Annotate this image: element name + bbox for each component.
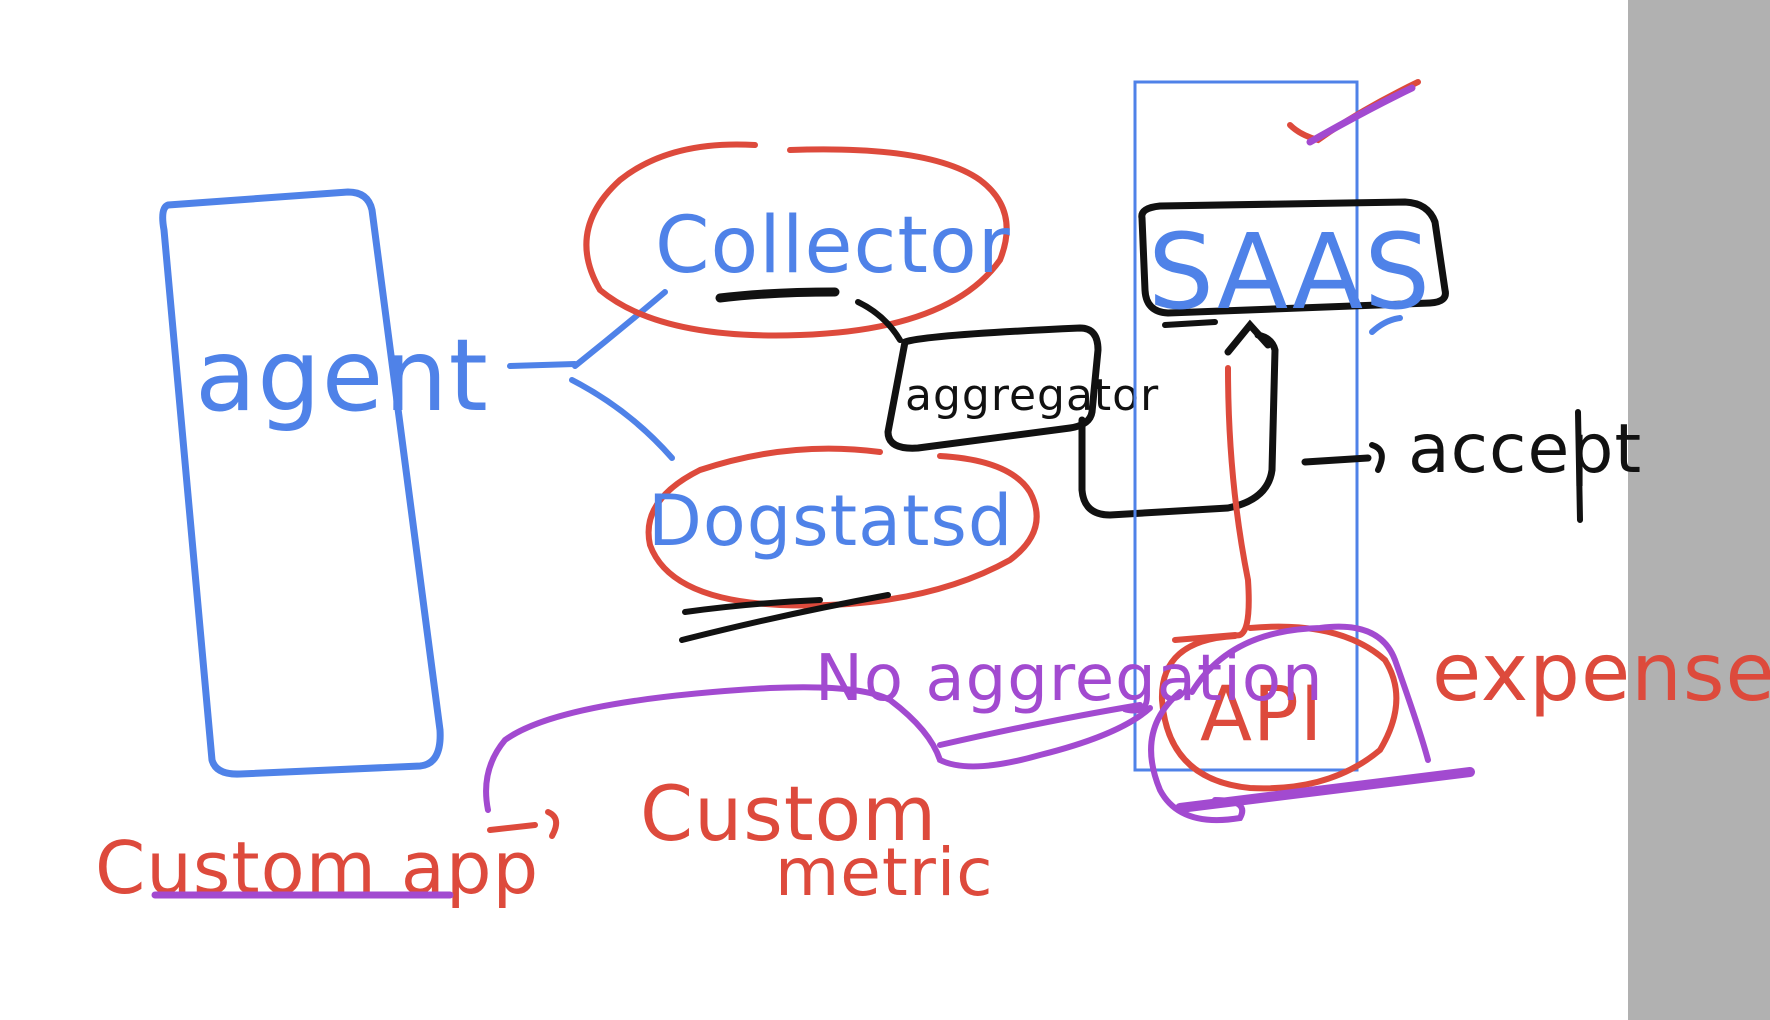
arrow-right-icon bbox=[1369, 442, 1385, 473]
custom-app-node: Custom app bbox=[95, 809, 560, 910]
saas-node: SAAS bbox=[1133, 80, 1449, 772]
custom-metric-label-line1: Custom bbox=[640, 769, 937, 858]
agent-connectors bbox=[507, 289, 675, 461]
saas-label: SAAS bbox=[1148, 211, 1431, 333]
api-label: API bbox=[1200, 669, 1323, 758]
custom-app-connector bbox=[483, 684, 1153, 813]
custom-metric-node: Custom metric bbox=[640, 769, 994, 911]
right-gutter-panel bbox=[1628, 0, 1770, 1020]
collector-label: Collector bbox=[655, 201, 1011, 291]
expense-label: expense bbox=[1432, 626, 1770, 719]
no-aggregation-annotation: No aggregation bbox=[815, 642, 1324, 748]
api-node: API bbox=[1148, 623, 1475, 824]
dogstatsd-label: Dogstatsd bbox=[648, 480, 1013, 562]
accept-label: accept bbox=[1408, 410, 1642, 489]
agent-label: agent bbox=[195, 317, 489, 434]
collector-node: Collector bbox=[583, 141, 1011, 339]
aggregator-node: aggregator bbox=[855, 299, 1279, 519]
custom-metric-label-line2: metric bbox=[775, 834, 994, 911]
accept-annotation: accept bbox=[1301, 409, 1642, 523]
agent-node: agent bbox=[159, 188, 489, 778]
aggregator-label: aggregator bbox=[905, 370, 1159, 421]
dogstatsd-node: Dogstatsd bbox=[645, 445, 1040, 643]
no-aggregation-label: No aggregation bbox=[815, 642, 1324, 716]
check-mark-icon bbox=[1287, 79, 1421, 146]
